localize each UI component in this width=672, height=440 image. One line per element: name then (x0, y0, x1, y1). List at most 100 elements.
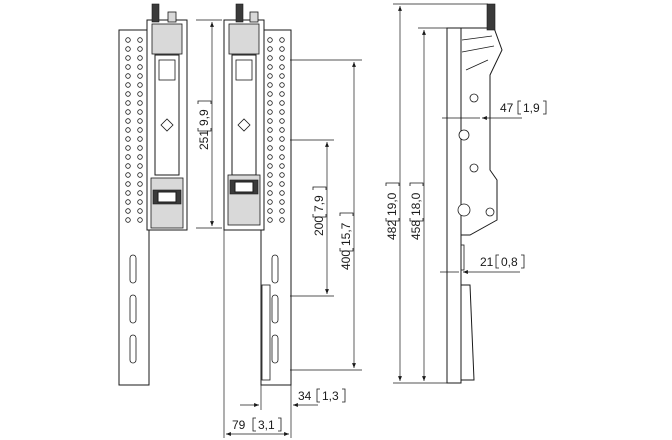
rail-hole (137, 109, 143, 115)
rail-hole (125, 118, 131, 124)
rail-hole (279, 109, 285, 115)
rail-hole (279, 73, 285, 79)
left-bracket-front-view (118, 3, 188, 386)
dimension-200: 200 7,9 (290, 139, 334, 297)
rail-hole (279, 127, 285, 133)
rail-hole (125, 208, 131, 214)
rail-hole (267, 127, 273, 133)
dimension-47-in: 1,9 (523, 101, 540, 115)
dimension-458-in: 18,0 (409, 192, 423, 216)
dimension-400-in: 15,7 (339, 222, 353, 246)
rail-hole (125, 46, 131, 52)
rail-hole (279, 91, 285, 97)
rail-hole (137, 91, 143, 97)
rail-hole (125, 145, 131, 151)
rail-hole (125, 190, 131, 196)
rail-hole (267, 217, 273, 223)
rail-hole (137, 217, 143, 223)
rail-hole (137, 145, 143, 151)
dimension-21-mm: 21 (480, 255, 494, 269)
rail-hole (279, 154, 285, 160)
rail-hole (267, 55, 273, 61)
dimension-482-mm: 482 (385, 220, 399, 240)
rail-hole (267, 199, 273, 205)
rail-hole (279, 163, 285, 169)
rail-hole (267, 145, 273, 151)
rail-hole (267, 73, 273, 79)
dimension-47-mm: 47 (500, 101, 514, 115)
rail-hole (279, 217, 285, 223)
rail-hole (125, 154, 131, 160)
rail-hole (279, 181, 285, 187)
rail-hole (267, 154, 273, 160)
rail-hole (125, 109, 131, 115)
dimension-200-in: 7,9 (312, 195, 326, 212)
rail-hole (125, 73, 131, 79)
rail-hole (267, 136, 273, 142)
rail-hole (267, 208, 273, 214)
rail-hole (267, 46, 273, 52)
dimension-21-in: 0,8 (501, 255, 518, 269)
rail-hole (267, 100, 273, 106)
dimension-251: 251 9,9 (196, 19, 222, 229)
dimension-458-mm: 458 (409, 220, 423, 240)
rail-hole (137, 163, 143, 169)
rail-hole (267, 163, 273, 169)
rail-hole (125, 100, 131, 106)
rail-hole (137, 100, 143, 106)
dimension-34-mm: 34 (298, 389, 312, 403)
rail-hole (279, 118, 285, 124)
rail-hole (279, 190, 285, 196)
left-rail-slots (129, 254, 137, 364)
dimension-79: 79 3,1 (223, 230, 292, 438)
dimension-482-in: 19,0 (385, 192, 399, 216)
dimension-251-mm: 251 (197, 130, 211, 150)
rail-hole (279, 64, 285, 70)
rail-hole (125, 163, 131, 169)
dimension-400-mm: 400 (339, 250, 353, 270)
rail-hole (267, 37, 273, 43)
rail-hole (267, 118, 273, 124)
rail-hole (125, 64, 131, 70)
rail-hole (279, 172, 285, 178)
rail-hole (137, 46, 143, 52)
rail-hole (279, 37, 285, 43)
rail-hole (137, 64, 143, 70)
rail-hole (125, 91, 131, 97)
rail-hole (279, 136, 285, 142)
rail-hole (267, 190, 273, 196)
dimension-21: 21 0,8 (440, 254, 525, 274)
left-rail-holes (125, 37, 143, 223)
rail-hole (137, 118, 143, 124)
middle-rail-holes (267, 37, 285, 223)
rail-hole (137, 37, 143, 43)
rail-hole (267, 64, 273, 70)
rail-hole (279, 208, 285, 214)
dimension-47: 47 1,9 (442, 100, 547, 120)
rail-hole (279, 199, 285, 205)
rail-hole (279, 55, 285, 61)
rail-hole (125, 199, 131, 205)
rail-hole (267, 82, 273, 88)
rail-hole (137, 199, 143, 205)
rail-hole (137, 208, 143, 214)
rail-hole (267, 181, 273, 187)
rail-hole (279, 46, 285, 52)
rail-hole (137, 172, 143, 178)
middle-bracket-front-view (223, 3, 292, 386)
dimension-34: 34 1,3 (240, 385, 346, 410)
rail-hole (267, 172, 273, 178)
rail-hole (137, 190, 143, 196)
rail-hole (267, 91, 273, 97)
dimension-34-in: 1,3 (322, 389, 339, 403)
rail-hole (137, 127, 143, 133)
middle-rail-slots (271, 254, 279, 364)
dimension-79-in: 3,1 (258, 418, 275, 432)
rail-hole (137, 82, 143, 88)
rail-hole (125, 217, 131, 223)
rail-hole (125, 172, 131, 178)
rail-hole (125, 127, 131, 133)
rail-hole (279, 145, 285, 151)
dimension-251-in: 9,9 (197, 109, 211, 126)
